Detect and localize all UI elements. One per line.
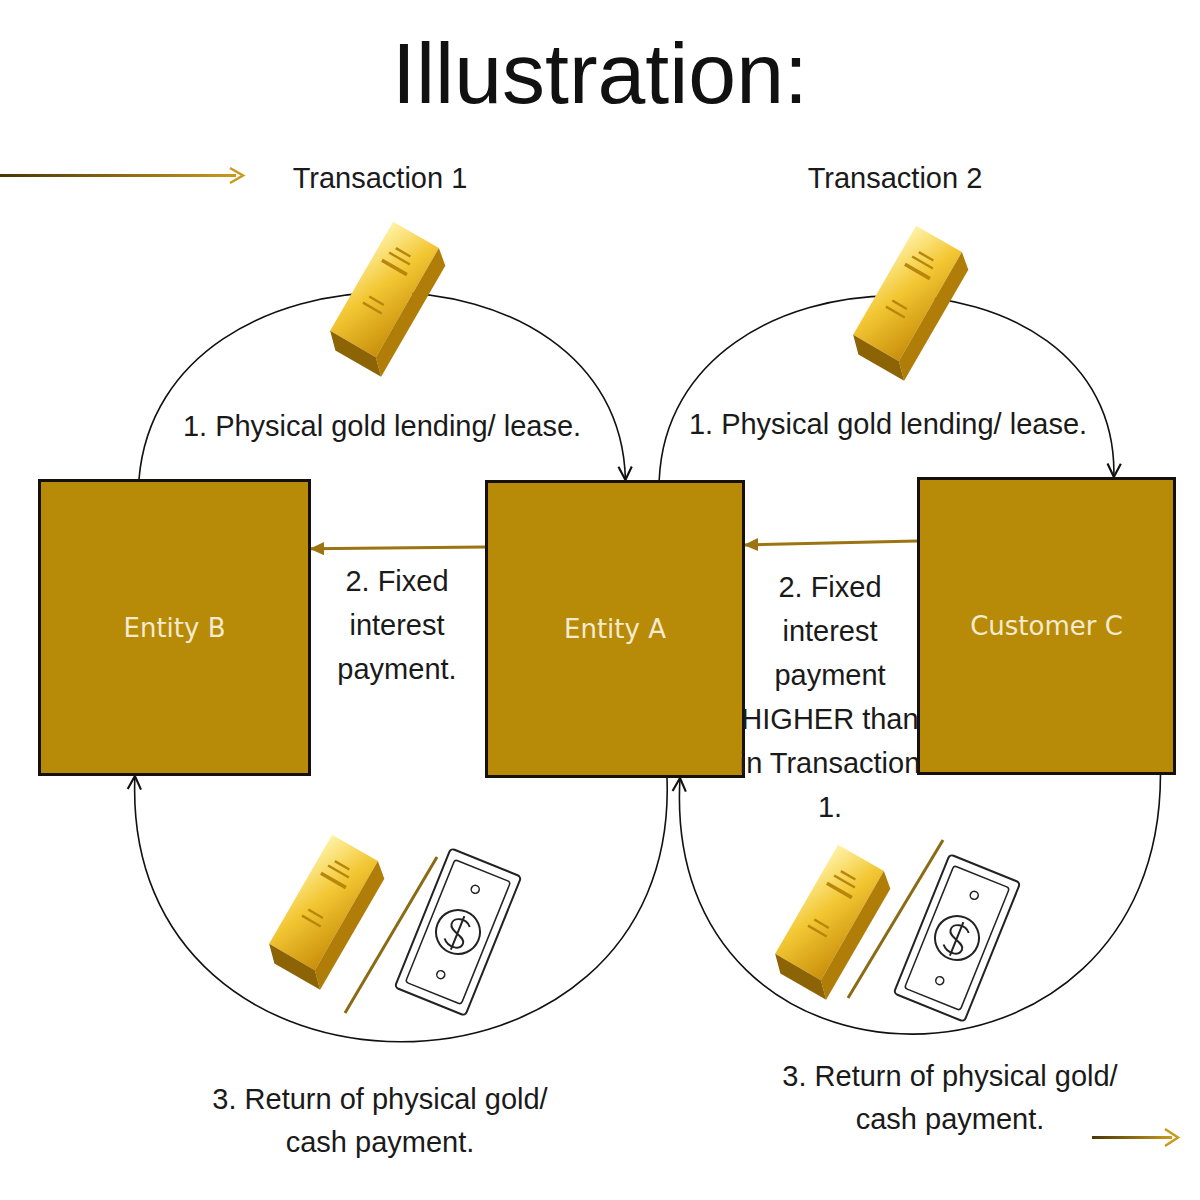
divider-slash — [345, 857, 437, 1013]
entity-name: Customer C — [970, 611, 1123, 641]
transaction-label: Transaction 1 — [250, 160, 510, 196]
edge-label: 1. Physical gold lending/ lease. — [147, 406, 617, 446]
entity-name: Entity B — [123, 613, 225, 643]
entity-name: Entity A — [564, 614, 666, 644]
gold-bar — [846, 226, 974, 381]
payment-arrow — [745, 541, 917, 545]
dollar-bill — [395, 848, 522, 1016]
decorative-arrow-head — [1165, 1129, 1178, 1146]
decorative-arrow-line — [0, 174, 236, 177]
edge-label: 3. Return of physical gold/ cash payment… — [750, 1055, 1150, 1141]
gold-bar — [323, 222, 451, 377]
decorative-arrow-line — [1092, 1136, 1172, 1139]
gold-bar — [262, 835, 390, 990]
edge-label: 2. Fixed interest payment HIGHER than in… — [730, 565, 930, 829]
flow-arrow — [679, 775, 1160, 1034]
diagram-title: Illustration: — [250, 30, 950, 116]
dollar-bill — [894, 854, 1021, 1022]
entity-box: Customer C — [917, 477, 1176, 775]
payment-arrow — [311, 547, 485, 549]
edge-label: 3. Return of physical gold/ cash payment… — [180, 1078, 580, 1164]
flow-arrow — [659, 296, 1114, 480]
divider-slash — [848, 840, 943, 998]
decorative-arrow-head — [230, 168, 243, 183]
flow-arrow — [135, 776, 668, 1042]
edge-label: 2. Fixed interest payment. — [317, 559, 477, 691]
transaction-label: Transaction 2 — [765, 160, 1025, 196]
flow-arrow — [139, 292, 625, 480]
gold-bar — [768, 845, 896, 1000]
edge-label: 1. Physical gold lending/ lease. — [653, 404, 1123, 444]
entity-box: Entity B — [38, 479, 311, 776]
entity-box: Entity A — [485, 480, 745, 778]
